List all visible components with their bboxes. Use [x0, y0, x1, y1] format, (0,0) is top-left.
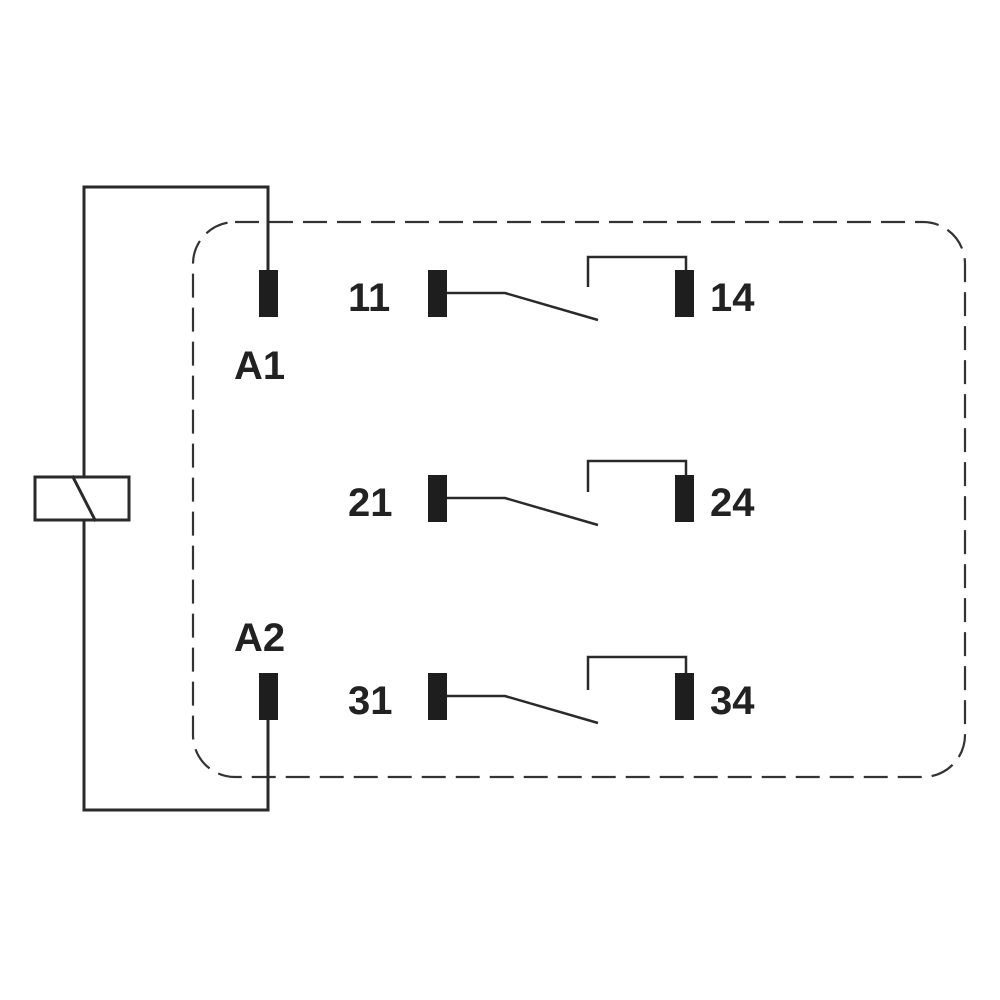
label-24: 24	[710, 481, 755, 525]
switch-contact-bracket-2	[586, 459, 688, 492]
switch-contact-bracket-1	[586, 255, 688, 287]
switch-arm-1	[447, 291, 599, 322]
coil-diagonal	[70, 474, 98, 523]
terminal-11	[428, 270, 447, 317]
relay-housing-outline	[191, 220, 967, 779]
switch-arm-3	[447, 694, 599, 725]
label-21: 21	[348, 481, 393, 525]
coil-symbol	[33, 474, 131, 523]
terminal-31	[428, 673, 447, 720]
terminal-a2	[259, 673, 278, 720]
contact-set-3: 31 34	[348, 655, 755, 725]
switch-arm-2	[447, 496, 599, 527]
terminal-14	[675, 270, 694, 317]
label-11: 11	[348, 276, 390, 320]
coil-box	[33, 475, 131, 522]
terminal-a1	[259, 270, 278, 317]
label-a2: A2	[234, 616, 285, 660]
terminal-24	[675, 475, 694, 522]
terminal-34	[675, 673, 694, 720]
terminal-21	[428, 475, 447, 522]
label-a1: A1	[234, 344, 285, 388]
label-34: 34	[710, 679, 755, 723]
label-14: 14	[710, 276, 755, 320]
contact-set-1: 11 14	[348, 255, 755, 322]
contact-set-2: 21 24	[348, 459, 755, 527]
label-31: 31	[348, 679, 393, 723]
switch-contact-bracket-3	[586, 655, 688, 690]
